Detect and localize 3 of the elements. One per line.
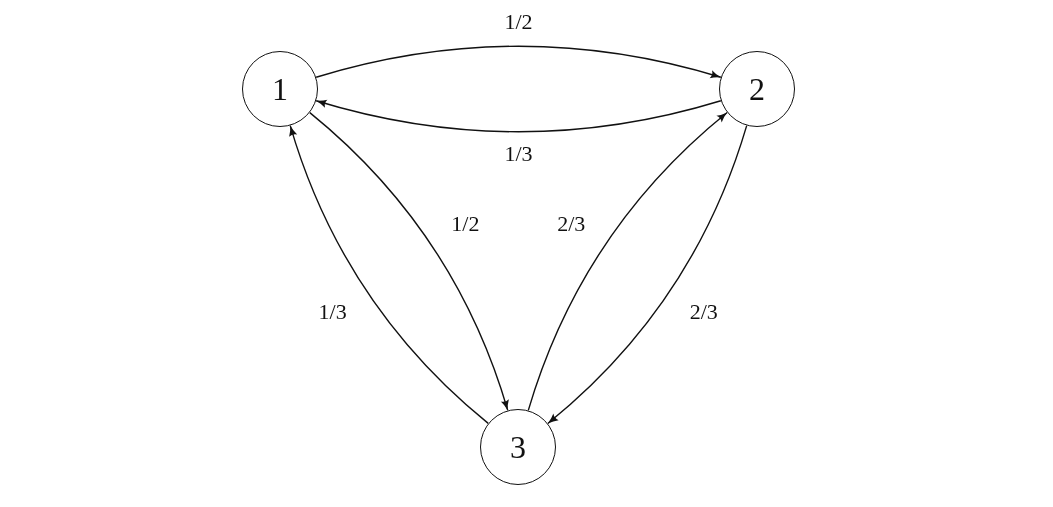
state-circle: 2 [719,51,795,127]
state-circle: 1 [242,51,318,127]
state-circle: 3 [480,409,556,485]
